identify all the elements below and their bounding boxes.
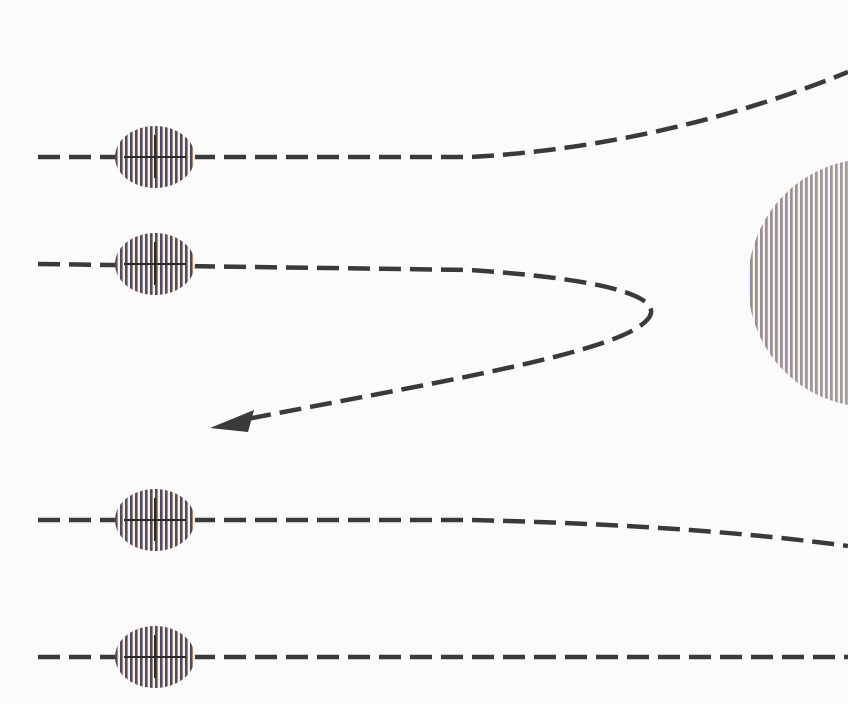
arrowhead-icon (210, 410, 254, 432)
particle-third (115, 489, 195, 551)
trajectory-backscatter (37, 261, 654, 425)
particle-bottom (115, 626, 195, 688)
particle-top (115, 126, 195, 188)
trajectory-top (38, 69, 848, 160)
trajectory-third (38, 517, 848, 549)
target-nucleus (748, 161, 848, 405)
particle-second (115, 233, 195, 295)
